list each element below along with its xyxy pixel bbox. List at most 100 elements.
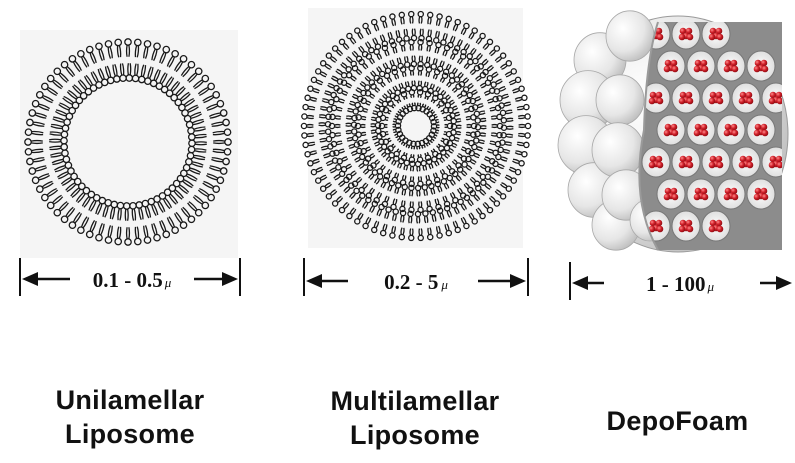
lipid-tail <box>414 103 415 106</box>
drug-particle <box>717 226 724 233</box>
lipid-tail <box>130 63 131 75</box>
unilamellar-panel: 0.1 - 0.5μ Unilamellar Liposome <box>0 0 260 463</box>
multilamellar-liposome-illustration: 0.2 - 5μ <box>290 0 540 320</box>
caption-line-1: Unilamellar <box>0 383 260 417</box>
lipid-head <box>301 123 306 128</box>
lipid-tail <box>319 123 326 124</box>
lipid-tail <box>467 127 472 128</box>
drug-particle <box>679 98 686 105</box>
lipid-tail <box>492 125 498 126</box>
drug-particle <box>664 66 671 73</box>
lipid-tail <box>481 126 487 127</box>
lipid-tail <box>420 29 421 36</box>
lipid-tail <box>393 124 396 125</box>
drug-particle <box>754 194 761 201</box>
arrow-right-head <box>776 276 792 290</box>
lipid-tail <box>410 17 411 24</box>
lipid-tail <box>410 45 411 51</box>
lipid-tail <box>412 56 413 62</box>
lipid-tail <box>420 103 421 106</box>
lipid-tail <box>481 128 487 129</box>
lipid-tail <box>418 103 419 106</box>
caption-line-1: Multilamellar <box>290 384 540 418</box>
lipid-tail <box>414 147 415 150</box>
lipid-tail <box>414 81 415 86</box>
drug-particle <box>702 66 709 73</box>
lipid-head <box>302 133 307 138</box>
arrow-left-head <box>306 274 322 288</box>
lipid-tail <box>127 45 128 57</box>
lipid-tail <box>411 154 412 157</box>
lipid-tail <box>411 216 412 223</box>
lipid-tail <box>419 229 420 236</box>
lipid-tail <box>129 45 130 57</box>
drug-particle <box>679 226 686 233</box>
lipid-tail <box>409 216 410 223</box>
drug-particle <box>709 162 716 169</box>
lipid-head <box>525 123 530 128</box>
arrow-left-head <box>22 272 38 286</box>
drug-particle <box>679 162 686 169</box>
lipid-tail <box>371 124 376 125</box>
drug-particle <box>732 66 739 73</box>
arrow-right-head <box>222 272 238 286</box>
size-range-label: 0.2 - 5μ <box>384 270 448 294</box>
drug-particle <box>657 34 664 41</box>
lipid-tail <box>423 29 424 36</box>
lipid-head <box>303 104 308 109</box>
lipid-tail <box>419 146 420 149</box>
drug-particle <box>657 98 664 105</box>
lipid-tail <box>128 63 129 75</box>
lipid-tail <box>417 191 418 197</box>
drug-particle <box>762 66 769 73</box>
caption-line-2: Liposome <box>0 417 260 451</box>
drug-particle <box>709 98 716 105</box>
drug-particle <box>694 194 701 201</box>
lipid-tail <box>419 202 420 208</box>
lipid-tail <box>419 17 420 24</box>
lipid-tail <box>445 125 448 126</box>
lipid-tail <box>413 154 414 157</box>
lipid-tail <box>421 228 422 235</box>
size-range-label: 1 - 100μ <box>646 272 715 296</box>
lipid-tail <box>418 95 419 98</box>
drug-particle <box>664 130 671 137</box>
lipid-tail <box>413 166 414 171</box>
lipid-tail <box>419 45 420 51</box>
lipid-tail <box>419 81 420 86</box>
drug-particle <box>672 194 679 201</box>
lipid-tail <box>385 125 388 126</box>
lipid-tail <box>419 166 420 171</box>
depofoam-illustration: 1 - 100μ <box>560 0 795 320</box>
lipid-head <box>302 114 307 119</box>
lipid-tail <box>319 125 326 126</box>
lipid-tail <box>421 81 422 86</box>
drug-particle <box>747 98 754 105</box>
lipid-tail <box>411 166 412 171</box>
lipid-tail <box>419 191 420 197</box>
lipid-tail <box>419 71 420 76</box>
lipid-head <box>525 114 530 119</box>
drug-particle <box>687 162 694 169</box>
drug-particle <box>762 130 769 137</box>
lipid-tail <box>31 143 43 144</box>
lipid-tail <box>385 127 388 128</box>
size-arrow: 0.1 - 0.5μ <box>20 258 240 296</box>
lipid-tail <box>412 229 413 236</box>
lipid-tail <box>412 45 413 51</box>
lipid-tail <box>412 17 413 24</box>
lipid-tail <box>195 142 207 143</box>
lipid-tail <box>411 176 412 181</box>
multilamellar-panel: 0.2 - 5μ Multilamellar Liposome <box>290 0 540 463</box>
lipid-tail <box>457 125 462 126</box>
lipid-tail <box>437 125 440 126</box>
lipid-tail <box>31 141 43 142</box>
drug-particle <box>694 66 701 73</box>
drug-particle <box>724 66 731 73</box>
depofoam-panel: 1 - 100μ DepoFoam <box>560 0 795 463</box>
drug-particle <box>739 162 746 169</box>
drug-particle <box>769 162 776 169</box>
lipid-tail <box>445 127 448 128</box>
lipid-tail <box>410 201 411 207</box>
